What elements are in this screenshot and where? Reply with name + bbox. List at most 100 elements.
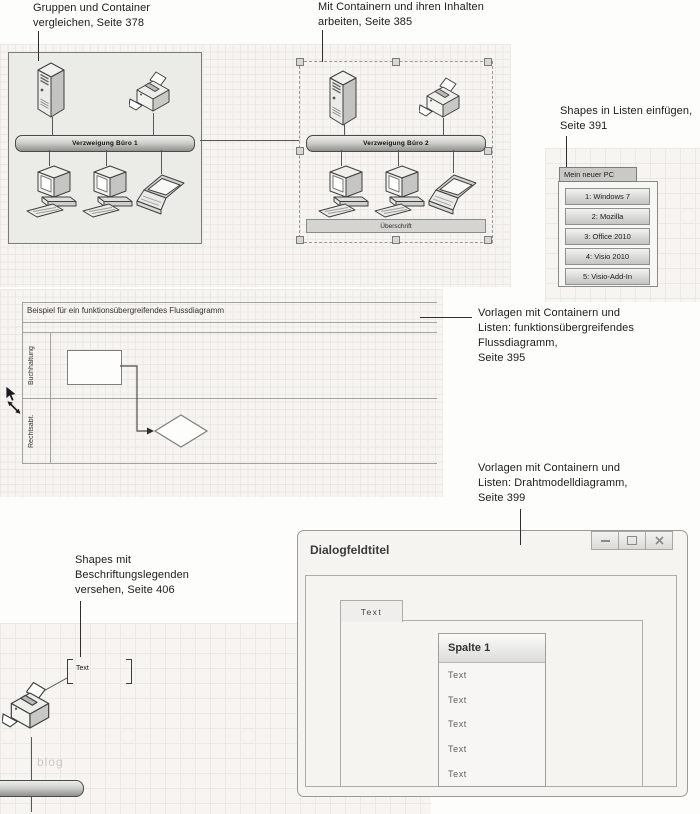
callout-templates-wireframe: Vorlagen mit Containern und Listen: Drah…: [478, 461, 628, 506]
network-cable: [443, 118, 444, 135]
pc-list-item-label: 1: Windows 7: [584, 192, 631, 201]
flowchart-frame-line: [22, 322, 437, 323]
selection-handle: [392, 236, 400, 244]
network-cable: [398, 150, 399, 166]
flowchart-frame-line: [22, 332, 437, 333]
callout-leader-line: [38, 31, 39, 61]
callout-line: Beschriftungslegenden: [75, 569, 190, 581]
table-row: Text: [448, 719, 467, 730]
pc-list-item: 5: Visio-Add-In: [565, 268, 650, 285]
dialog-title: Dialogfeldtitel: [310, 543, 390, 557]
callout-leader-line: [80, 601, 81, 657]
ethernet-bus-bottom: [0, 780, 84, 797]
pc-list-item: 4: Visio 2010: [565, 248, 650, 265]
table-column-header: Spalte 1: [439, 634, 545, 663]
callout-groups-containers: Gruppen und Container vergleichen, Seite…: [33, 1, 150, 31]
printer-icon: [419, 77, 460, 118]
table-row: Text: [448, 670, 467, 681]
table-rows: Text Text Text Text Text: [439, 663, 545, 786]
wireframe-table: Spalte 1 Text Text Text Text Text: [438, 633, 546, 787]
selection-handle: [484, 58, 492, 66]
callout-line: Shapes in Listen einfügen,: [560, 105, 693, 117]
container-caption-label: Überschrift: [380, 222, 412, 230]
callout-shapes-callouts: Shapes mit Beschriftungslegenden versehe…: [75, 553, 189, 598]
pc-list-item-label: 3: Office 2010: [584, 232, 631, 241]
callout-line: arbeiten, Seite 385: [318, 16, 413, 28]
pc-list-item: 1: Windows 7: [565, 188, 650, 205]
callout-line: Shapes mit: [75, 554, 132, 566]
selection-handle: [484, 236, 492, 244]
flowchart-frame-line: [22, 302, 23, 463]
callout-line: Flussdiagramm,: [478, 337, 558, 349]
pc-list: 1: Windows 7 2: Mozilla 3: Office 2010 4…: [558, 181, 658, 287]
desktop-pc-icon: [26, 165, 77, 218]
ethernet-bus-label: Verzweigung Büro 2: [363, 140, 429, 147]
callout-line: Vorlagen mit Containern und: [478, 462, 621, 474]
selection-handle: [296, 147, 304, 155]
flowchart-frame-line: [22, 302, 437, 303]
callout-line: versehen, Seite 406: [75, 584, 175, 596]
table-row: Text: [448, 694, 467, 705]
flowchart-connector-layer: [120, 365, 209, 448]
selection-handle: [392, 58, 400, 66]
network-cable: [49, 150, 50, 166]
table-row: Text: [448, 768, 467, 779]
pc-list-item: 3: Office 2010: [565, 228, 650, 245]
flowchart-process-shape: [67, 350, 122, 385]
callout-templates-flowchart: Vorlagen mit Containern und Listen: funk…: [478, 306, 634, 366]
laptop-icon: [136, 174, 185, 215]
callout-line: Seite 391: [560, 120, 608, 132]
network-cable: [161, 150, 162, 174]
network-cable: [453, 150, 454, 173]
pc-list-item-label: 2: Mozilla: [591, 212, 624, 221]
printer-icon: [2, 681, 50, 729]
pc-list-item: 2: Mozilla: [565, 208, 650, 225]
callout-containers-contents: Mit Containern und ihren Inhalten arbeit…: [318, 0, 484, 30]
callout-line: Listen: Drahtmodelldiagramm,: [478, 477, 628, 489]
flowchart-frame-line: [22, 463, 437, 464]
desktop-pc-icon: [318, 165, 369, 218]
network-cable: [153, 113, 154, 135]
table-row: Text: [448, 744, 467, 755]
server-icon: [37, 62, 65, 118]
minimize-button: [591, 531, 619, 550]
callout-line: Mit Containern und ihren Inhalten: [318, 1, 484, 13]
server-icon: [329, 70, 357, 126]
selection-handle: [296, 236, 304, 244]
container-caption-bar: Überschrift: [306, 219, 486, 233]
selection-handle: [484, 147, 492, 155]
minimize-icon: [600, 539, 610, 542]
flowchart-lane-divider: [50, 332, 51, 463]
callout-line: Vorlagen mit Containern und: [478, 307, 621, 319]
close-button: [645, 531, 673, 550]
pc-list-header-label: Mein neuer PC: [564, 170, 615, 179]
network-container-office1: Verzweigung Büro 1: [8, 52, 202, 244]
bus-link-line: [200, 140, 299, 141]
network-cable: [106, 150, 107, 166]
laptop-icon: [428, 174, 477, 215]
ethernet-bus-office1: Verzweigung Büro 1: [15, 135, 195, 152]
drawing-canvas-flowchart: [0, 289, 443, 497]
wireframe-dialog: Dialogfeldtitel Text Spalte 1 Text Text …: [297, 530, 688, 797]
window-buttons: [591, 531, 673, 550]
flowchart-lane-separator: [22, 398, 437, 399]
callout-line: vergleichen, Seite 378: [33, 17, 145, 29]
maximize-icon: [627, 536, 637, 545]
pc-list-item-label: 4: Visio 2010: [585, 252, 630, 261]
callout-leader-line: [566, 136, 567, 167]
callout-shapes-lists: Shapes in Listen einfügen, Seite 391: [560, 104, 692, 134]
network-container-office2-selection: Verzweigung Büro 2 Überschrift: [296, 58, 493, 244]
ethernet-bus-office2: Verzweigung Büro 2: [306, 135, 486, 152]
callout-leader-line: [322, 30, 323, 62]
callout-bracket-right: [126, 659, 132, 684]
close-icon: [654, 536, 664, 545]
selection-handle: [296, 58, 304, 66]
callout-shape-label: Text: [76, 665, 89, 672]
desktop-pc-icon: [82, 165, 133, 218]
resize-cursor-icon: [5, 385, 22, 415]
flowchart-title: Beispiel für ein funktionsübergreifendes…: [27, 306, 224, 315]
ethernet-bus-label: Verzweigung Büro 1: [72, 140, 138, 147]
callout-line: Seite 399: [478, 492, 526, 504]
maximize-button: [618, 531, 646, 550]
